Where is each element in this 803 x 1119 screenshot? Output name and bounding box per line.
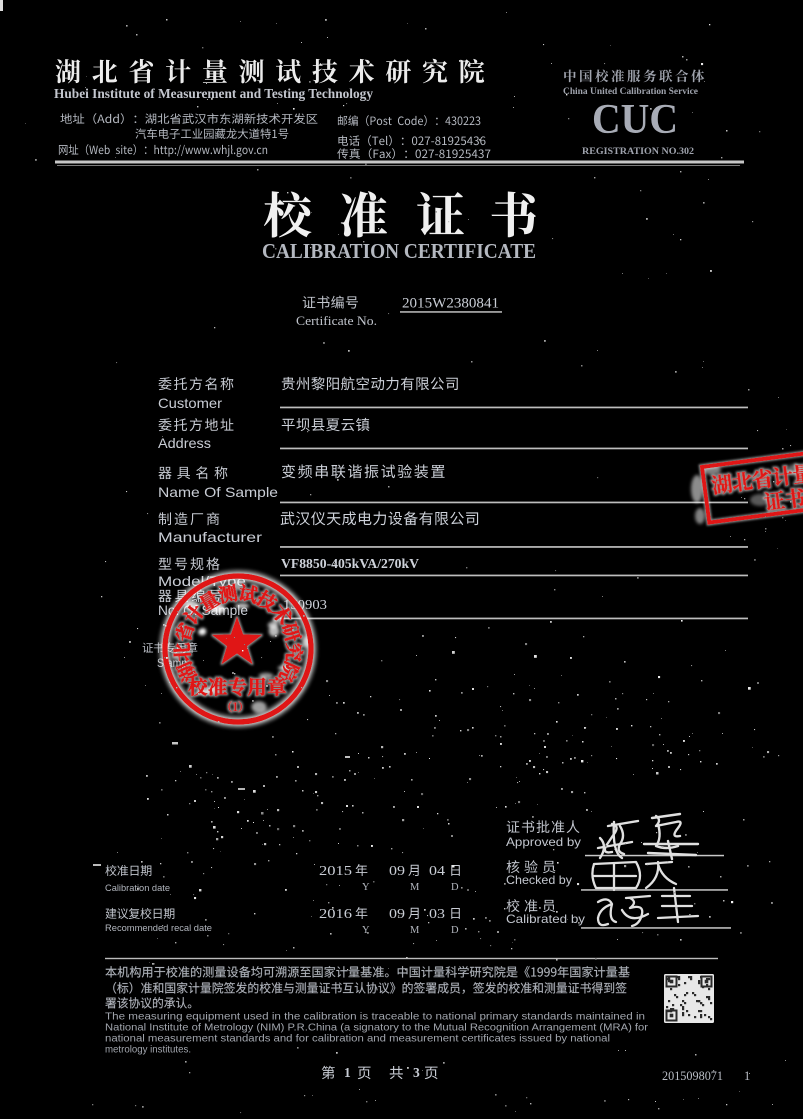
svg-text:D: D <box>451 925 459 936</box>
svg-text:1: 1 <box>744 1069 750 1083</box>
svg-text:Certificate No.: Certificate No. <box>296 313 377 328</box>
svg-text:M: M <box>410 882 420 893</box>
svg-text:04: 04 <box>429 864 445 879</box>
svg-text:09: 09 <box>389 907 405 922</box>
svg-text:VF8850-405kVA/270kV: VF8850-405kVA/270kV <box>281 557 419 572</box>
svg-text:The measuring equipment used i: The measuring equipment used in the cali… <box>105 1012 645 1023</box>
svg-text:Name Of Sample: Name Of Sample <box>158 484 278 500</box>
svg-text:National Institute of Metrolog: National Institute of Metrology (NIM) P.… <box>105 1023 649 1034</box>
svg-text:2016: 2016 <box>319 907 352 922</box>
svg-text:2015W2380841: 2015W2380841 <box>402 296 499 312</box>
svg-text:Hubei Institute of Measurement: Hubei Institute of Measurement and Testi… <box>54 86 373 101</box>
svg-text:Checked by: Checked by <box>506 873 572 887</box>
svg-text:Approved by: Approved by <box>506 835 581 849</box>
svg-text:3: 3 <box>413 1065 420 1080</box>
svg-text:Recommended recal date: Recommended recal date <box>105 923 212 934</box>
svg-text:metrology institutes.: metrology institutes. <box>105 1045 191 1056</box>
svg-text:Calibrated by: Calibrated by <box>506 912 585 926</box>
svg-text:Address: Address <box>158 435 211 451</box>
svg-text:national measurement standards: national measurement standards and for c… <box>105 1034 610 1045</box>
svg-text:Customer: Customer <box>158 395 222 411</box>
svg-text:China United Calibration Servi: China United Calibration Service <box>563 86 698 96</box>
svg-text:09: 09 <box>389 864 405 879</box>
svg-text:03: 03 <box>429 907 445 922</box>
svg-text:2015: 2015 <box>319 864 352 879</box>
svg-text:REGISTRATION NO.302: REGISTRATION NO.302 <box>582 147 694 157</box>
svg-text:Y: Y <box>362 882 370 893</box>
svg-text:CUC: CUC <box>592 97 678 143</box>
svg-text:1: 1 <box>344 1065 351 1080</box>
svg-text:Y: Y <box>362 925 370 936</box>
svg-text:D: D <box>451 882 459 893</box>
svg-text:Manufacturer: Manufacturer <box>158 529 262 545</box>
svg-text:CALIBRATION CERTIFICATE: CALIBRATION CERTIFICATE <box>262 239 536 263</box>
svg-text:M: M <box>410 925 420 936</box>
svg-text:2015098071: 2015098071 <box>662 1069 723 1083</box>
